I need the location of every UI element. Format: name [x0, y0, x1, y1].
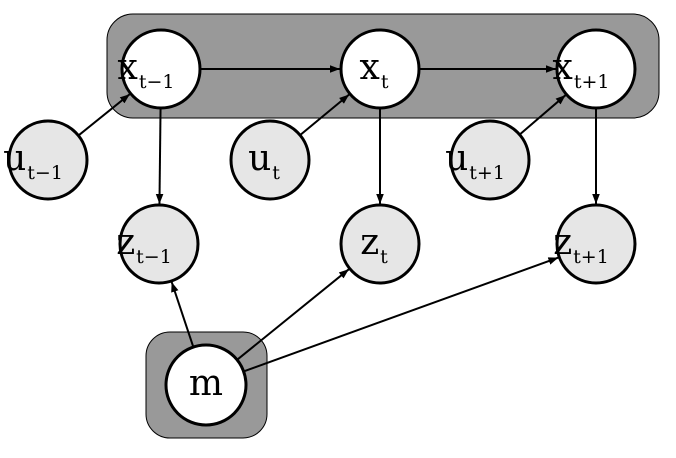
edge-x-prev-to-z-prev	[155, 107, 164, 205]
node-symbol: u	[248, 138, 271, 179]
node-z-prev: zt−1	[116, 203, 200, 285]
node-circle	[229, 119, 311, 201]
node-label: zt+1	[553, 222, 609, 268]
node-circle	[555, 203, 637, 285]
node-circle	[555, 28, 637, 110]
node-circle	[339, 203, 421, 285]
node-label: ut	[248, 138, 280, 184]
node-u-curr: ut	[229, 119, 311, 201]
node-symbol: u	[445, 138, 468, 179]
node-x-prev: xt−1	[118, 28, 202, 110]
node-symbol: m	[189, 363, 223, 404]
node-label: ut+1	[445, 138, 505, 184]
node-label: zt	[360, 222, 388, 268]
node-u-prev: ut−1	[3, 119, 89, 201]
edge-u-curr-to-x-curr	[299, 93, 350, 136]
node-symbol: z	[553, 222, 572, 263]
node-subscript: t+1	[574, 71, 610, 93]
node-circle	[164, 343, 248, 427]
node-subscript: t−1	[27, 162, 63, 184]
node-subscript: t+1	[573, 246, 609, 268]
node-label: xt+1	[553, 47, 610, 93]
node-subscript: t+1	[469, 162, 505, 184]
node-z-next: zt+1	[553, 203, 637, 285]
node-circle	[339, 28, 421, 110]
node-x-next: xt+1	[553, 28, 637, 110]
node-label: xt	[360, 47, 389, 93]
node-label: xt−1	[118, 47, 175, 93]
edge-u-prev-to-x-prev	[77, 93, 131, 137]
node-subscript: t	[380, 246, 388, 268]
node-label: ut−1	[3, 138, 63, 184]
node-subscript: t−1	[139, 71, 175, 93]
edge-m-to-z-next	[243, 256, 559, 373]
node-z-curr: zt	[339, 203, 421, 285]
node-u-next: ut+1	[445, 119, 531, 201]
node-circle	[449, 119, 531, 201]
node-symbol: u	[3, 138, 26, 179]
node-m: m	[164, 343, 248, 427]
node-symbol: x	[118, 47, 138, 88]
node-symbol: z	[360, 222, 379, 263]
edges	[77, 65, 600, 373]
node-label: m	[189, 363, 223, 404]
node-label: zt−1	[116, 222, 172, 268]
node-circle	[118, 203, 200, 285]
edge-u-next-to-x-next	[518, 94, 567, 136]
node-symbol: x	[553, 47, 573, 88]
node-circle	[120, 28, 202, 110]
edge-m-to-z-curr	[236, 268, 350, 361]
node-subscript: t	[272, 162, 280, 184]
node-subscript: t	[381, 71, 389, 93]
edge-m-to-z-prev	[170, 281, 195, 348]
node-symbol: z	[116, 222, 135, 263]
node-subscript: t−1	[136, 246, 172, 268]
node-symbol: x	[360, 47, 380, 88]
node-circle	[7, 119, 89, 201]
node-x-curr: xt	[339, 28, 421, 110]
